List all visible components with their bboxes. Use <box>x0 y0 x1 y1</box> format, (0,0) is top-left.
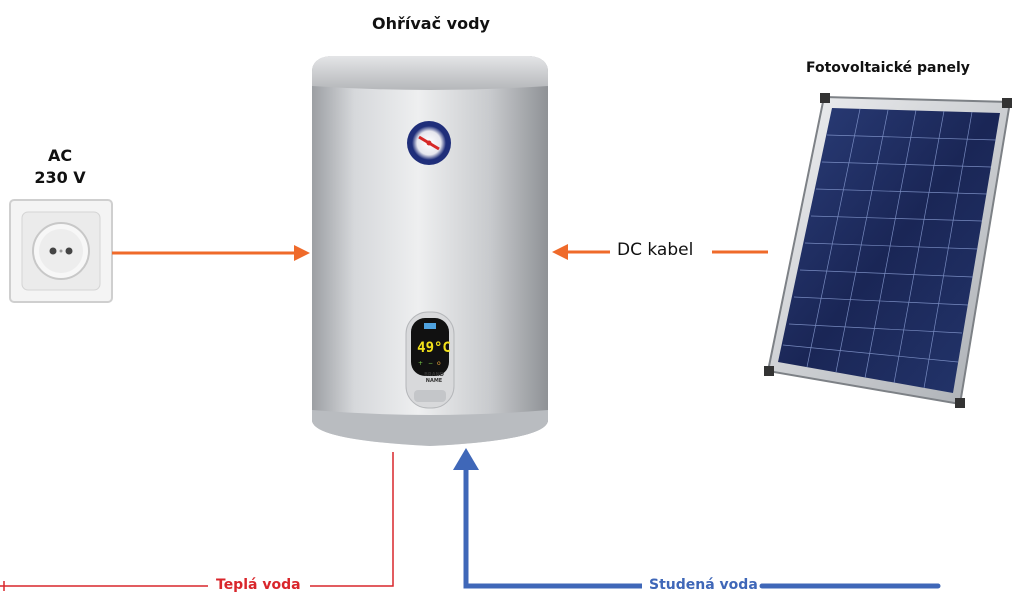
water-heater: + − o <box>312 56 548 446</box>
cold-water-pipe <box>453 448 941 589</box>
ac-label: AC 230 V <box>20 145 100 189</box>
temperature-readout: 49°C <box>417 340 451 356</box>
ac-arrow <box>112 245 310 261</box>
cold-water-label: Studená voda <box>649 577 758 593</box>
svg-text:−: − <box>428 360 433 367</box>
ac-socket <box>9 199 113 303</box>
svg-text:o: o <box>437 360 441 367</box>
svg-text:+: + <box>418 360 423 367</box>
dc-cable-label: DC kabel <box>617 240 694 260</box>
ac-label-line2: 230 V <box>34 168 86 187</box>
brand-name: BRAND NAME <box>424 372 444 384</box>
heater-title: Ohřívač vody <box>372 14 490 33</box>
hot-water-label: Teplá voda <box>216 577 301 593</box>
dc-arrow <box>552 244 768 260</box>
panels-title: Fotovoltaické panely <box>806 60 970 76</box>
hot-water-pipe <box>0 452 394 591</box>
display-screen <box>411 318 449 376</box>
solar-panel <box>764 93 1012 408</box>
ac-label-line1: AC <box>47 146 73 165</box>
